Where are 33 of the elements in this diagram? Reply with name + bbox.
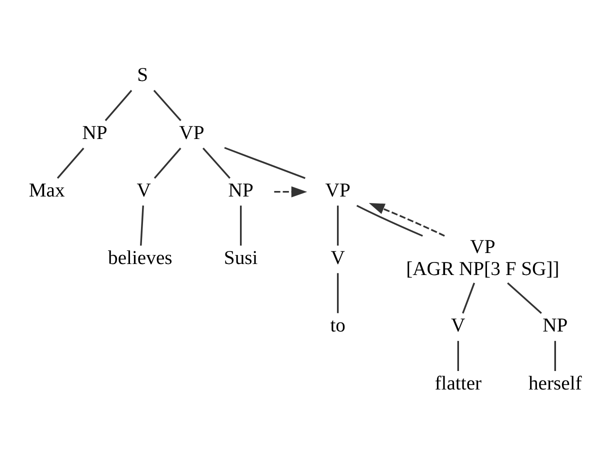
node-text: VP (325, 179, 350, 202)
arrow (274, 186, 308, 198)
connector (240, 206, 242, 246)
node-text: herself (528, 372, 582, 394)
node-text: VP [AGR NP[3 F SG]] (406, 236, 560, 280)
node-text: Max (28, 179, 65, 202)
connector (104, 90, 132, 122)
connector (462, 282, 476, 314)
connector (457, 340, 460, 371)
connector (56, 148, 84, 179)
node-text: to (330, 314, 346, 337)
node-text: NP (228, 179, 254, 202)
node-text: NP (542, 314, 568, 337)
connector (202, 148, 230, 179)
connector (356, 204, 423, 237)
connector (336, 206, 339, 246)
connector (140, 206, 144, 246)
connector (554, 340, 556, 371)
connector (336, 273, 339, 314)
node-text: flatter (434, 372, 482, 394)
node-text: NP (82, 122, 108, 144)
connector (154, 148, 182, 179)
node-text: believes (108, 247, 172, 270)
node-text: VP (179, 122, 204, 144)
node-text: V (451, 314, 466, 337)
node-text: Susi (224, 247, 258, 270)
arrow (368, 202, 445, 237)
connector (507, 282, 542, 314)
node-text: S (137, 64, 148, 86)
connector (153, 90, 182, 122)
connector (224, 146, 306, 180)
node-text: V (136, 179, 151, 202)
node-text: V (330, 247, 345, 270)
